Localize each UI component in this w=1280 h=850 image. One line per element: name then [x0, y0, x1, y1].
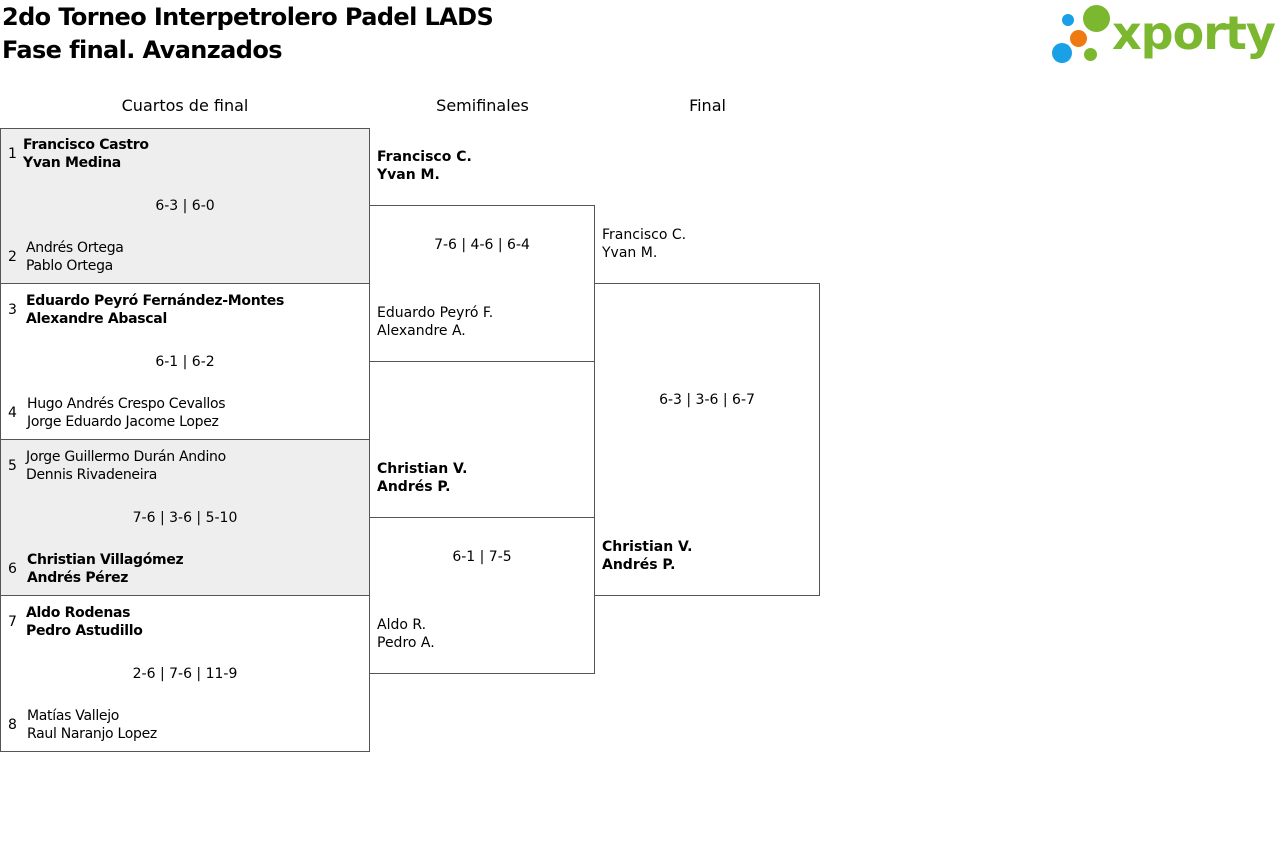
match-score: 7-6 | 4-6 | 6-4: [434, 237, 530, 253]
seed-number: 7: [8, 614, 17, 630]
semifinal-1-team-bottom[interactable]: Eduardo Peyró F. Alexandre A.: [377, 304, 493, 340]
player-name: Christian Villagómez: [27, 552, 184, 568]
team-entry[interactable]: Hugo Andrés Crespo Cevallos Jorge Eduard…: [27, 395, 226, 431]
team-entry[interactable]: Andrés Ortega Pablo Ortega: [26, 239, 124, 275]
quarterfinal-match-2[interactable]: 3 Eduardo Peyró Fernández-Montes Alexand…: [0, 283, 370, 440]
quarterfinal-match-3[interactable]: 5 Jorge Guillermo Durán Andino Dennis Ri…: [0, 439, 370, 596]
semifinal-2-team-top[interactable]: Christian V. Andrés P.: [377, 460, 467, 496]
player-name: Francisco C.: [377, 149, 472, 165]
match-score: 7-6 | 3-6 | 5-10: [132, 510, 238, 526]
semifinal-2-team-bottom[interactable]: Aldo R. Pedro A.: [377, 616, 435, 652]
quarterfinal-match-1[interactable]: 1 Francisco Castro Yvan Medina 6-3 | 6-0…: [0, 128, 370, 284]
seed-number: 5: [8, 458, 17, 474]
team-entry-winner[interactable]: Christian Villagómez Andrés Pérez: [27, 551, 184, 587]
player-name: Jorge Eduardo Jacome Lopez: [27, 414, 219, 430]
team-entry-winner[interactable]: Eduardo Peyró Fernández-Montes Alexandre…: [26, 292, 284, 328]
player-name: Pedro Astudillo: [26, 623, 143, 639]
tournament-title: 2do Torneo Interpetrolero Padel LADS: [2, 3, 494, 31]
player-name: Yvan M.: [377, 167, 440, 183]
player-name: Francisco Castro: [23, 137, 149, 153]
match-score: 6-1 | 7-5: [452, 549, 512, 565]
player-name: Andrés P.: [377, 479, 451, 495]
logo-dot-green-top: [1083, 5, 1110, 32]
player-name: Pedro A.: [377, 635, 435, 651]
player-name: Christian V.: [602, 539, 693, 555]
quarterfinal-match-4[interactable]: 7 Aldo Rodenas Pedro Astudillo 2-6 | 7-6…: [0, 595, 370, 752]
match-score: 6-1 | 6-2: [155, 354, 215, 370]
stage-subtitle: Fase final. Avanzados: [2, 36, 283, 64]
team-entry-winner[interactable]: Francisco Castro Yvan Medina: [23, 136, 149, 172]
seed-number: 2: [8, 249, 17, 265]
logo-dot-orange: [1070, 30, 1087, 47]
logo-dot-green-bottom: [1084, 48, 1097, 61]
player-name: Christian V.: [377, 461, 468, 477]
match-score: 6-3 | 6-0: [155, 198, 215, 214]
round-header-semifinals: Semifinales: [436, 96, 529, 115]
logo-wordmark: xporty: [1112, 6, 1276, 60]
seed-number: 6: [8, 561, 17, 577]
team-entry[interactable]: Jorge Guillermo Durán Andino Dennis Riva…: [26, 448, 226, 484]
logo-dot-blue-bottom: [1052, 43, 1072, 63]
xporty-logo[interactable]: xporty: [1050, 4, 1276, 66]
player-name: Aldo R.: [377, 617, 427, 633]
player-name: Dennis Rivadeneira: [26, 467, 158, 483]
player-name: Andrés P.: [602, 557, 676, 573]
player-name: Yvan M.: [602, 245, 658, 261]
player-name: Pablo Ortega: [26, 258, 113, 274]
player-name: Francisco C.: [602, 227, 687, 243]
seed-number: 4: [8, 405, 17, 421]
round-header-final: Final: [689, 96, 726, 115]
player-name: Hugo Andrés Crespo Cevallos: [27, 396, 226, 412]
player-name: Yvan Medina: [23, 155, 121, 171]
player-name: Aldo Rodenas: [26, 605, 131, 621]
seed-number: 8: [8, 717, 17, 733]
semifinal-1-team-top[interactable]: Francisco C. Yvan M.: [377, 148, 472, 184]
player-name: Eduardo Peyró Fernández-Montes: [26, 293, 284, 309]
seed-number: 1: [8, 146, 17, 162]
player-name: Andrés Pérez: [27, 570, 129, 586]
player-name: Andrés Ortega: [26, 240, 124, 256]
player-name: Alexandre A.: [377, 323, 466, 339]
round-header-quarterfinals: Cuartos de final: [121, 96, 249, 115]
player-name: Matías Vallejo: [27, 708, 120, 724]
final-match[interactable]: 6-3 | 3-6 | 6-7: [594, 283, 820, 596]
player-name: Alexandre Abascal: [26, 311, 167, 327]
team-entry[interactable]: Matías Vallejo Raul Naranjo Lopez: [27, 707, 157, 743]
player-name: Raul Naranjo Lopez: [27, 726, 157, 742]
match-score: 6-3 | 3-6 | 6-7: [659, 392, 755, 408]
final-team-bottom[interactable]: Christian V. Andrés P.: [602, 538, 692, 574]
match-score: 2-6 | 7-6 | 11-9: [132, 666, 238, 682]
final-team-top[interactable]: Francisco C. Yvan M.: [602, 226, 686, 262]
player-name: Jorge Guillermo Durán Andino: [26, 449, 226, 465]
seed-number: 3: [8, 302, 17, 318]
player-name: Eduardo Peyró F.: [377, 305, 494, 321]
logo-dot-blue-top: [1062, 14, 1074, 26]
team-entry-winner[interactable]: Aldo Rodenas Pedro Astudillo: [26, 604, 143, 640]
